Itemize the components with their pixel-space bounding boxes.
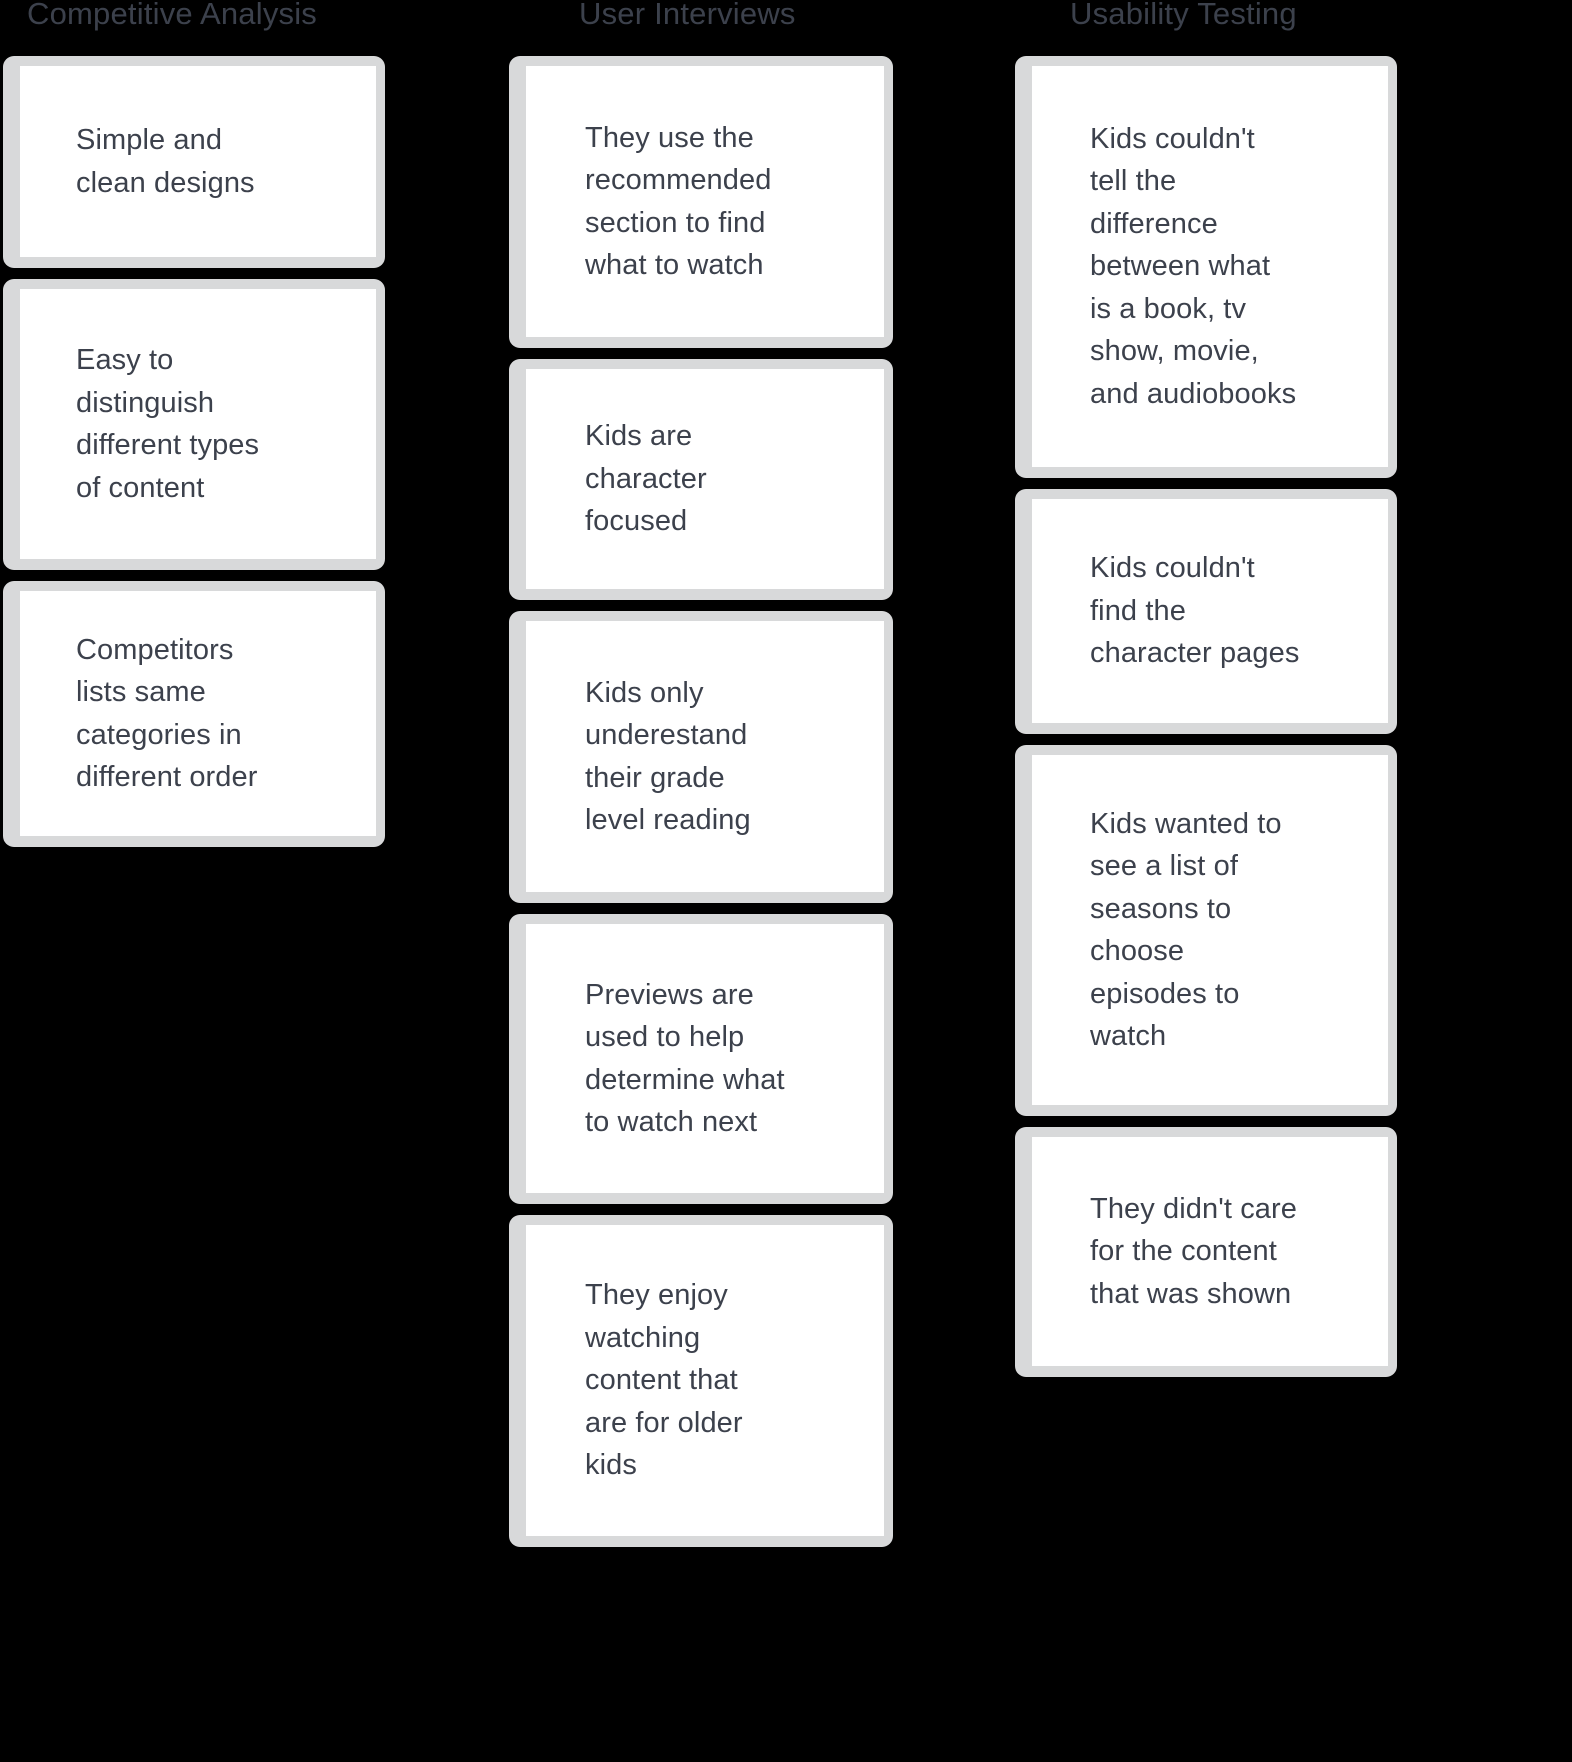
card-text: Kids wanted to see a list of seasons to …	[1090, 807, 1282, 1053]
card-surface: Kids couldn't find the character pages	[1032, 499, 1388, 723]
card[interactable]: Competitors lists same categories in dif…	[3, 581, 385, 847]
card-surface: They didn't care for the content that wa…	[1032, 1137, 1388, 1366]
card-surface: Competitors lists same categories in dif…	[20, 591, 376, 836]
card-surface: Kids wanted to see a list of seasons to …	[1032, 755, 1388, 1105]
column-header-user-interviews: User Interviews	[579, 0, 796, 31]
card[interactable]: Kids are character focused	[509, 359, 893, 600]
card-surface: Easy to distinguish different types of c…	[20, 289, 376, 559]
card[interactable]: Kids couldn't tell the difference betwee…	[1015, 56, 1397, 478]
card-text: Competitors lists same categories in dif…	[76, 633, 258, 794]
card-list-usability-testing: Kids couldn't tell the difference betwee…	[1015, 56, 1397, 1388]
card-surface: Kids only underestand their grade level …	[526, 621, 884, 892]
column-header-usability-testing: Usability Testing	[1070, 0, 1297, 31]
card[interactable]: Previews are used to help determine what…	[509, 914, 893, 1204]
card-list-competitive-analysis: Simple and clean designs Easy to disting…	[3, 56, 385, 858]
card-text: Simple and clean designs	[76, 124, 255, 199]
card-list-user-interviews: They use the recommended section to find…	[509, 56, 893, 1558]
card-text: They use the recommended section to find…	[585, 121, 772, 282]
card-surface: They enjoy watching content that are for…	[526, 1225, 884, 1536]
card[interactable]: Simple and clean designs	[3, 56, 385, 268]
card-surface: Kids are character focused	[526, 369, 884, 589]
card-text: Kids couldn't find the character pages	[1090, 552, 1300, 670]
card[interactable]: Easy to distinguish different types of c…	[3, 279, 385, 570]
card-text: Previews are used to help determine what…	[585, 978, 785, 1139]
card-surface: Kids couldn't tell the difference betwee…	[1032, 66, 1388, 467]
card-text: Easy to distinguish different types of c…	[76, 344, 260, 504]
column-header-competitive-analysis: Competitive Analysis	[27, 0, 318, 31]
card[interactable]: They enjoy watching content that are for…	[509, 1215, 893, 1547]
card-text: They didn't care for the content that wa…	[1090, 1192, 1298, 1310]
card-surface: Previews are used to help determine what…	[526, 924, 884, 1193]
card-surface: They use the recommended section to find…	[526, 66, 884, 337]
card[interactable]: Kids couldn't find the character pages	[1015, 489, 1397, 734]
card[interactable]: They use the recommended section to find…	[509, 56, 893, 348]
card[interactable]: Kids only underestand their grade level …	[509, 611, 893, 903]
card-surface: Simple and clean designs	[20, 66, 376, 257]
card-text: They enjoy watching content that are for…	[585, 1279, 743, 1482]
card-text: Kids are character focused	[585, 420, 707, 538]
card-text: Kids couldn't tell the difference betwee…	[1090, 122, 1297, 410]
card[interactable]: They didn't care for the content that wa…	[1015, 1127, 1397, 1377]
card[interactable]: Kids wanted to see a list of seasons to …	[1015, 745, 1397, 1116]
card-text: Kids only underestand their grade level …	[585, 676, 751, 837]
